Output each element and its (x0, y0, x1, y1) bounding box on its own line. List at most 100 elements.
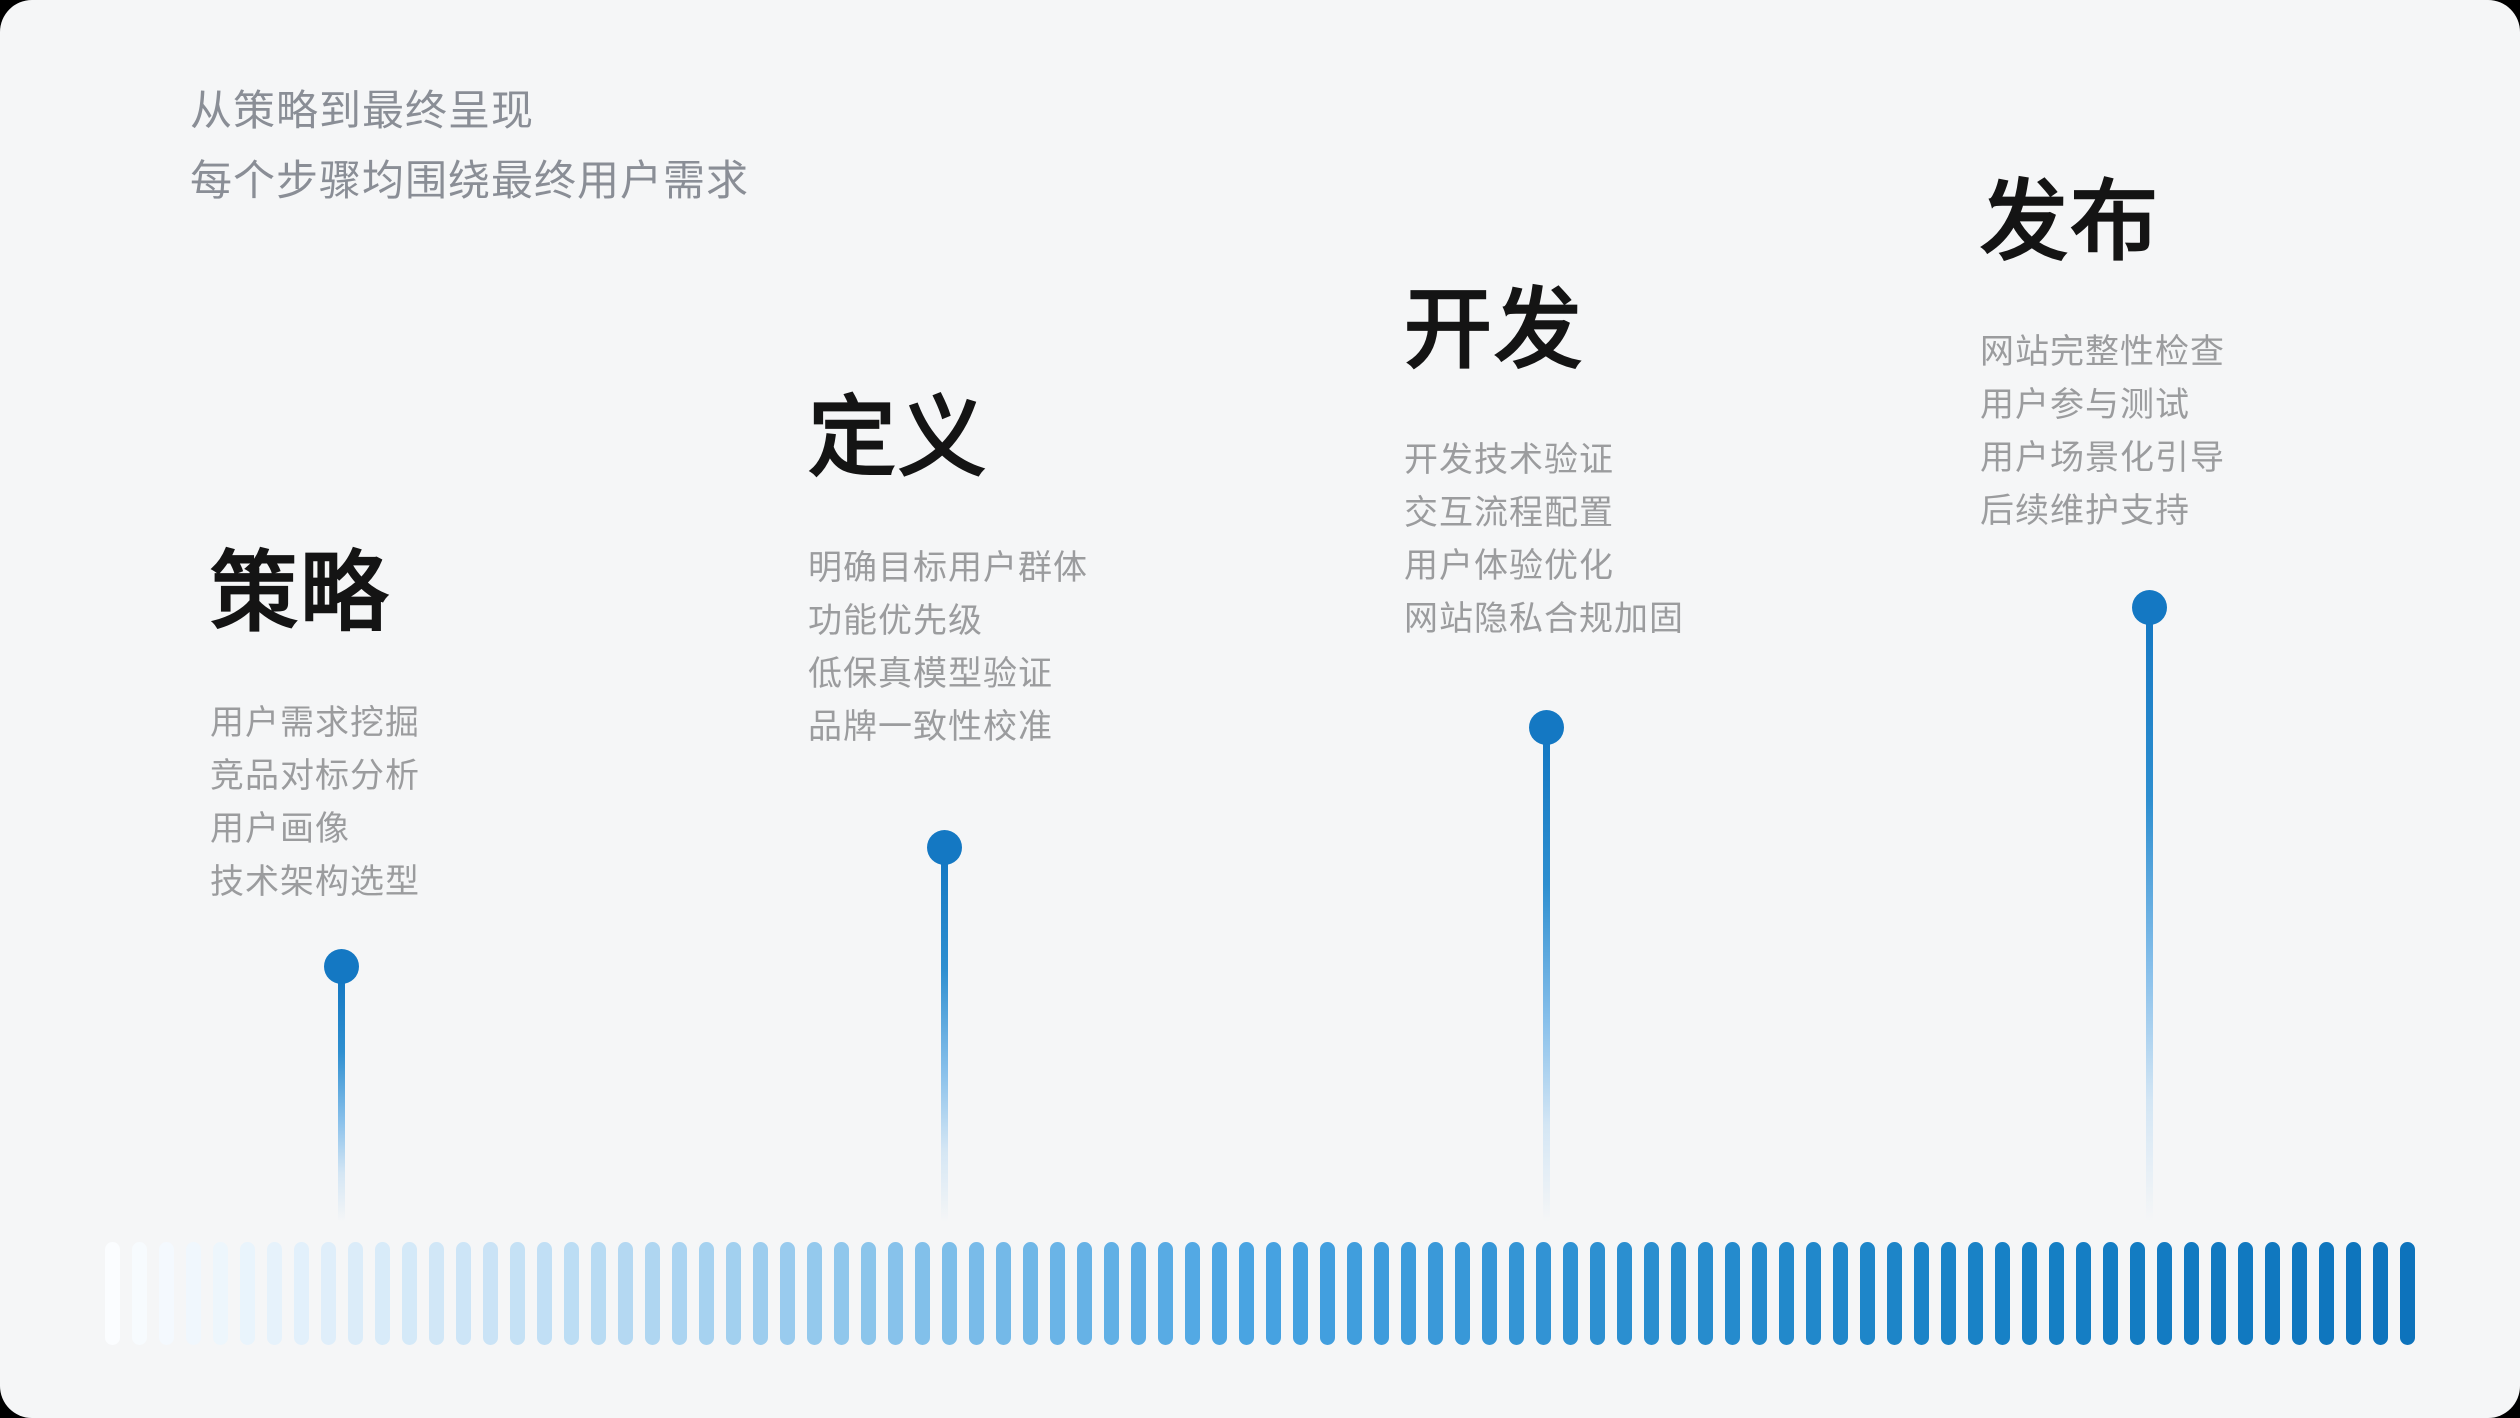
stage-column: 定义 明确目标用户群体功能优先级低保真模型验证品牌一致性校准 (808, 392, 1368, 760)
timeline-bar (1104, 1242, 1119, 1345)
timeline-bar (1671, 1242, 1686, 1345)
timeline-bar (969, 1242, 984, 1345)
timeline-bar (2103, 1242, 2118, 1345)
stage-item: 明确目标用户群体 (808, 549, 1088, 587)
timeline-bar (1509, 1242, 1524, 1345)
stage-item-list: 用户需求挖掘竞品对标分析用户画像技术架构选型 (210, 703, 770, 902)
timeline-bar (2076, 1242, 2091, 1345)
timeline-bar (2346, 1242, 2361, 1345)
stage-title: 策略 (210, 543, 391, 642)
timeline-bar (1401, 1242, 1416, 1345)
timeline-bar (2319, 1242, 2334, 1345)
timeline-bar (915, 1242, 930, 1345)
timeline-bar (267, 1242, 282, 1345)
intro-subtitle-line1: 从策略到最终呈现 (190, 87, 535, 134)
timeline-bar (2022, 1242, 2037, 1345)
timeline-bar (1266, 1242, 1281, 1345)
marker-dot-icon (927, 830, 962, 865)
timeline-bar (834, 1242, 849, 1345)
stage-marker-develop (1529, 710, 1564, 1222)
timeline-bar (753, 1242, 768, 1345)
marker-stem (338, 979, 345, 1222)
timeline-bar (996, 1242, 1011, 1345)
timeline-bar (2400, 1242, 2415, 1345)
timeline-bar (672, 1242, 687, 1345)
timeline-bar (105, 1242, 120, 1345)
timeline-bar (1050, 1242, 1065, 1345)
stage-item-list: 网站完整性检查用户参与测试用户场景化引导后续维护支持 (1980, 332, 2520, 531)
timeline-bar (1806, 1242, 1821, 1345)
timeline-bar (1374, 1242, 1389, 1345)
timeline-bar (861, 1242, 876, 1345)
timeline-bar (1698, 1242, 1713, 1345)
stage-item: 低保真模型验证 (808, 655, 1053, 693)
timeline-bar (1860, 1242, 1875, 1345)
timeline-bar (348, 1242, 363, 1345)
intro-subtitle-line2: 每个步骤均围绕最终用户需求 (190, 157, 750, 204)
timeline-bar (1536, 1242, 1551, 1345)
timeline-bar (1185, 1242, 1200, 1345)
timeline-bar (645, 1242, 660, 1345)
timeline-bar (510, 1242, 525, 1345)
stage-title: 开发 (1404, 280, 1585, 379)
timeline-bar (1563, 1242, 1578, 1345)
timeline-bar (240, 1242, 255, 1345)
stage-item-list: 开发技术验证交互流程配置用户体验优化网站隐私合规加固 (1404, 440, 1964, 639)
stage-item: 用户体验优化 (1404, 547, 1614, 585)
timeline-bar (1914, 1242, 1929, 1345)
stage-item: 网站完整性检查 (1980, 333, 2225, 371)
timeline-bar (2130, 1242, 2145, 1345)
marker-stem (941, 860, 948, 1222)
timeline-bar (1941, 1242, 1956, 1345)
timeline-bar (1320, 1242, 1335, 1345)
timeline-bar (1995, 1242, 2010, 1345)
timeline-bar (1644, 1242, 1659, 1345)
marker-dot-icon (2132, 590, 2167, 625)
timeline-bar (1023, 1242, 1038, 1345)
timeline-bar (1968, 1242, 1983, 1345)
timeline-bar (2157, 1242, 2172, 1345)
timeline-bar (807, 1242, 822, 1345)
timeline-bar (942, 1242, 957, 1345)
stage-marker-define (927, 830, 962, 1222)
timeline-bar (2373, 1242, 2388, 1345)
timeline-bar (1482, 1242, 1497, 1345)
timeline-bar (1752, 1242, 1767, 1345)
stage-item: 用户画像 (210, 810, 350, 848)
marker-stem (1543, 740, 1550, 1222)
timeline-bar (1212, 1242, 1227, 1345)
stage-item: 功能优先级 (808, 602, 983, 640)
stage-title: 发布 (1980, 172, 2161, 271)
stage-item: 交互流程配置 (1404, 494, 1614, 532)
timeline-bar (1455, 1242, 1470, 1345)
timeline-bar (537, 1242, 552, 1345)
timeline-bar (2238, 1242, 2253, 1345)
timeline-bar (1077, 1242, 1092, 1345)
stage-marker-strategy (324, 949, 359, 1222)
stage-column: 发布 网站完整性检查用户参与测试用户场景化引导后续维护支持 (1980, 176, 2520, 544)
timeline-bar (888, 1242, 903, 1345)
timeline-bar (564, 1242, 579, 1345)
timeline-bar (1590, 1242, 1605, 1345)
timeline-bar (132, 1242, 147, 1345)
stage-item: 用户场景化引导 (1980, 439, 2225, 477)
timeline-bar (402, 1242, 417, 1345)
timeline-bar (2049, 1242, 2064, 1345)
stage-item: 网站隐私合规加固 (1404, 600, 1684, 638)
stage-item: 开发技术验证 (1404, 441, 1614, 479)
timeline-bar (1158, 1242, 1173, 1345)
timeline-bar (2184, 1242, 2199, 1345)
timeline-bar (1779, 1242, 1794, 1345)
timeline-bar (1887, 1242, 1902, 1345)
timeline-bar (699, 1242, 714, 1345)
intro-subtitle: 从策略到最终呈现 每个步骤均围绕最终用户需求 (190, 76, 749, 216)
timeline-bar (1293, 1242, 1308, 1345)
timeline-bar (1131, 1242, 1146, 1345)
timeline-bar (1347, 1242, 1362, 1345)
stage-item: 技术架构选型 (210, 863, 420, 901)
timeline-bar (186, 1242, 201, 1345)
timeline-bar (456, 1242, 471, 1345)
stage-item-list: 明确目标用户群体功能优先级低保真模型验证品牌一致性校准 (808, 548, 1368, 747)
timeline-bar (1617, 1242, 1632, 1345)
